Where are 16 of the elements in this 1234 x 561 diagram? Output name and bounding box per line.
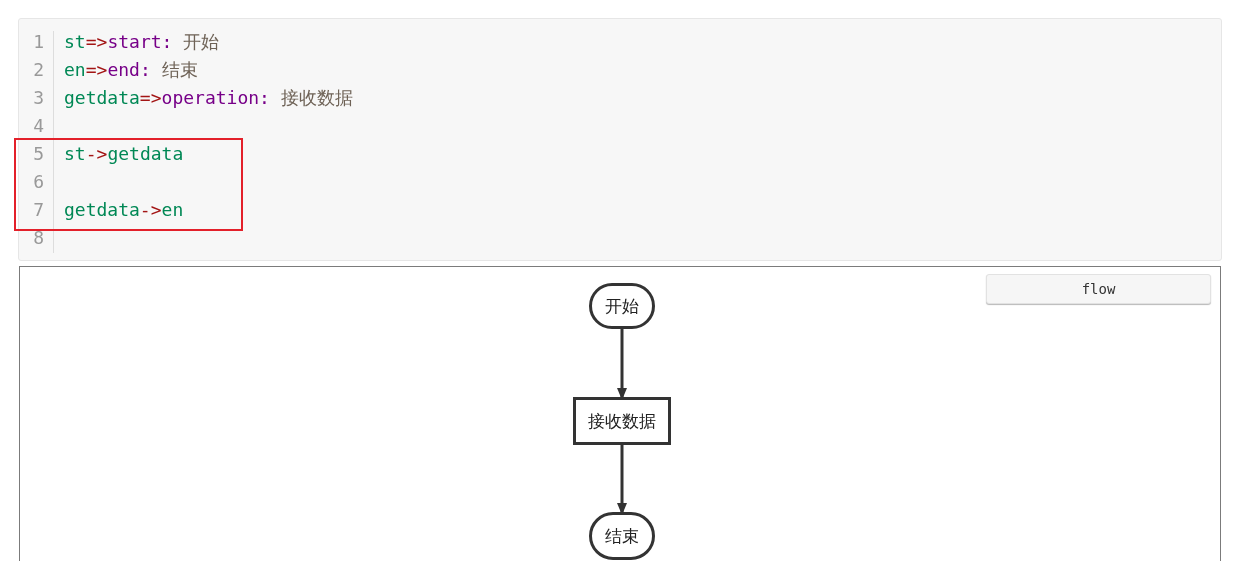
flow-button: flow: [986, 274, 1211, 304]
code-line: st->getdata: [64, 143, 184, 165]
process-box: 接收数据: [573, 397, 671, 445]
line-number: 6: [33, 171, 44, 193]
code-line: getdata->en: [64, 199, 184, 221]
line-number: 4: [33, 115, 44, 137]
line-number: 1: [33, 31, 44, 53]
line-number: 5: [33, 143, 44, 165]
code-line: getdata=>operation: 接收数据: [64, 87, 353, 109]
highlight-box: [14, 138, 243, 231]
line-number: 3: [33, 87, 44, 109]
line-number: 2: [33, 59, 44, 81]
code-line: en=>end: 结束: [64, 59, 198, 81]
line-number: 7: [33, 199, 44, 221]
code-line: st=>start: 开始: [64, 31, 220, 53]
line-number: 8: [33, 227, 44, 249]
